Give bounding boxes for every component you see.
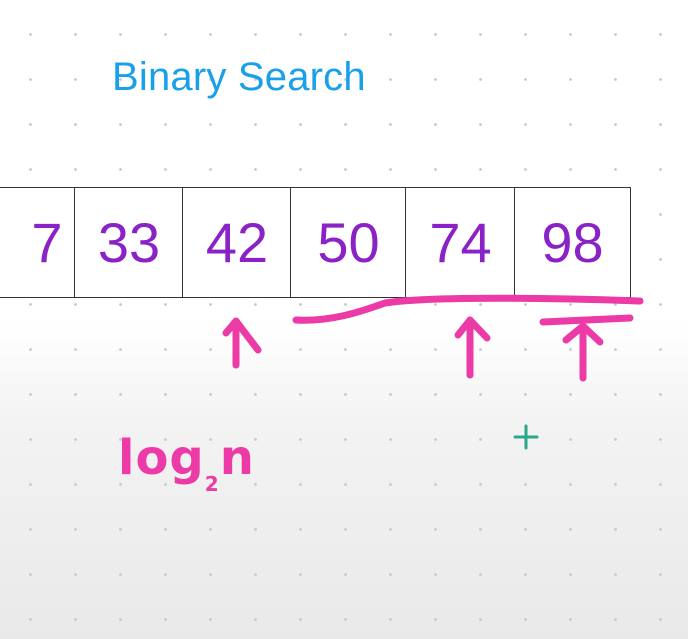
arrow-up-icon [222, 317, 262, 354]
array-cell-value: 50 [317, 211, 380, 274]
complexity-log: log [118, 430, 205, 486]
array-cell: 42 [182, 187, 292, 298]
array-cell-value: 98 [541, 211, 604, 274]
array-cell-value: 33 [97, 211, 161, 274]
array-cell-value: 42 [205, 211, 269, 274]
complexity-label: log2n [118, 430, 255, 496]
array-cell: 50 [290, 187, 407, 298]
page-title: Binary Search [112, 55, 366, 99]
complexity-base: 2 [204, 471, 220, 496]
arrow-up-icon [454, 316, 491, 342]
array-cell: 74 [405, 187, 516, 298]
array-cell: 33 [74, 187, 184, 298]
array-cell: 7 [0, 187, 76, 298]
array-cell: 98 [514, 187, 631, 298]
array-cell-value: 74 [429, 211, 492, 274]
search-range-underline-short [539, 314, 634, 326]
arrow-up-icon [562, 322, 604, 346]
search-range-underline [292, 294, 644, 324]
array-cell-value: 7 [31, 211, 63, 274]
complexity-n: n [219, 430, 255, 486]
